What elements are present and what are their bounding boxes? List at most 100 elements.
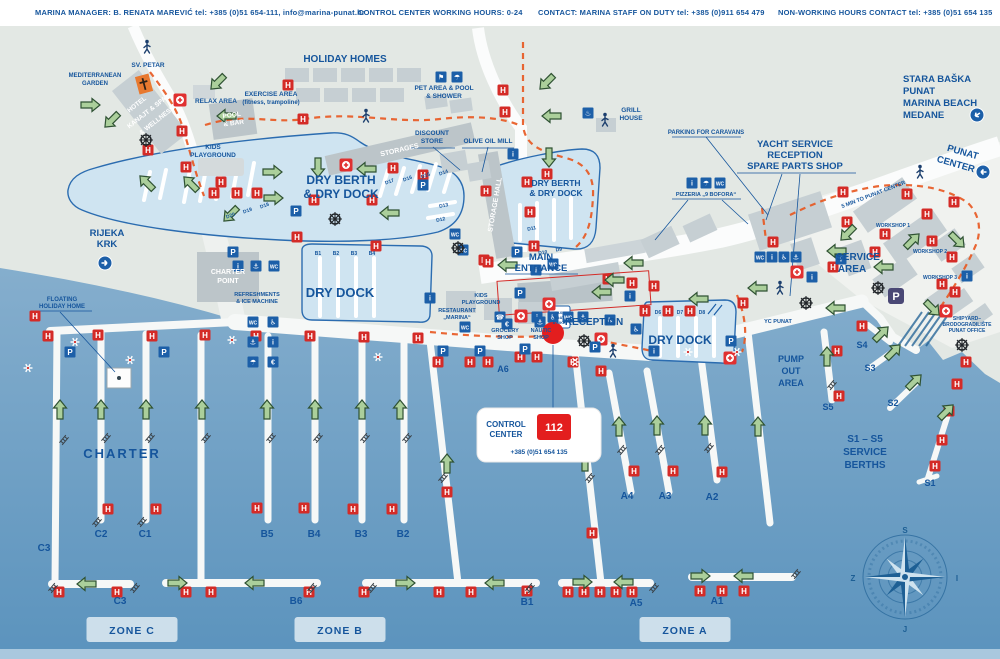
svg-text:H: H — [597, 588, 603, 597]
svg-text:♿: ♿ — [607, 317, 613, 325]
quays-and-piers — [46, 294, 953, 588]
ship-wheel-icon — [139, 133, 153, 147]
svg-text:H: H — [45, 332, 51, 341]
map-label-slot-d7: D7 — [677, 310, 684, 316]
church-cross-icon — [134, 73, 154, 95]
svg-text:♿: ♿ — [781, 254, 787, 262]
hydrant-icon: H — [176, 125, 188, 137]
svg-text:P: P — [514, 248, 520, 257]
hydrant-icon: H — [297, 113, 309, 125]
mooring-star-icon — [373, 352, 383, 362]
map-label-discount-store-1: DISCOUNT — [415, 130, 449, 137]
ladder-icon — [655, 444, 665, 456]
svg-text:H: H — [963, 358, 969, 367]
direction-arrow-icon — [244, 575, 265, 591]
facility-icon-♿: ♿ — [630, 323, 642, 335]
svg-text:H: H — [294, 233, 300, 242]
hydrant-icon: H — [251, 187, 263, 199]
map-label-main-entrance-2: ENTRANCE — [515, 263, 568, 274]
contact-header: MARINA MANAGER: B. RENATA MAREVIĆ tel: +… — [0, 0, 1000, 26]
ladder-icon — [438, 472, 448, 484]
hydrant-icon: H — [856, 320, 868, 332]
svg-text:WC: WC — [756, 256, 765, 262]
ladder-icon — [360, 432, 370, 444]
svg-text:H: H — [840, 188, 846, 197]
map-label-parking-caravans: PARKING FOR CARAVANS — [668, 130, 744, 136]
map-label-slot-b1: B1 — [315, 251, 322, 257]
svg-text:i: i — [272, 340, 274, 347]
map-label-slot-d17: D17 — [384, 178, 395, 187]
parking-icon: P — [227, 246, 239, 258]
svg-text:H: H — [613, 588, 619, 597]
svg-text:P: P — [728, 337, 734, 346]
facility-icon-☂: ☂ — [700, 177, 712, 189]
hydrant-icon: H — [387, 162, 399, 174]
map-label-pier-s2: S2 — [887, 398, 898, 408]
svg-text:P: P — [440, 347, 446, 356]
zone-badge-b: ZONE B — [294, 617, 386, 642]
hydrant-icon: H — [358, 331, 370, 343]
svg-text:H: H — [949, 253, 955, 262]
svg-text:H: H — [234, 189, 240, 198]
svg-text:⚓: ⚓ — [580, 315, 586, 322]
facility-icon-⚓: ⚓ — [577, 311, 589, 323]
hydrant-icon: H — [841, 216, 853, 228]
svg-text:H: H — [670, 467, 676, 476]
hydrant-icon: H — [738, 585, 750, 597]
svg-text:H: H — [882, 230, 888, 239]
map-label-shipyard-3: PUNAT OFFICE — [949, 328, 986, 334]
hydrant-icon: H — [142, 144, 154, 156]
svg-text:H: H — [389, 505, 395, 514]
hydrant-icon: H — [180, 586, 192, 598]
mooring-star-icon — [732, 347, 742, 357]
map-label-pump-out-2: OUT — [782, 366, 802, 376]
parking-icon: P — [589, 341, 601, 353]
map-label-pool-bar-2: & BAR — [223, 119, 245, 129]
svg-text:H: H — [565, 588, 571, 597]
facility-icon-WC: WC — [247, 316, 259, 328]
hydrant-icon: H — [827, 261, 839, 273]
svg-text:☎: ☎ — [496, 314, 505, 322]
facility-icon-♿: ♿ — [604, 314, 616, 326]
map-label-slot-d15: D15 — [420, 172, 431, 181]
leader-line — [654, 199, 689, 241]
facility-icon-i: i — [267, 336, 279, 348]
svg-text:P: P — [517, 289, 523, 298]
svg-text:H: H — [444, 488, 450, 497]
map-label-kids-playground-2: PLAYGROUND — [190, 152, 236, 159]
mooring-star-icon — [125, 355, 135, 365]
map-label-pier-b6: B6 — [290, 596, 303, 607]
leader-line — [432, 146, 461, 171]
facility-icon-☂: ☂ — [247, 356, 259, 368]
svg-text:H: H — [467, 358, 473, 367]
svg-text:☂: ☂ — [454, 74, 460, 82]
map-label-discount-store-2: STORE — [421, 138, 444, 145]
ladder-icon — [367, 582, 377, 594]
hydrant-icon: H — [465, 586, 477, 598]
ladder-icon — [59, 434, 69, 446]
compass-letter-I: I — [956, 574, 958, 583]
map-label-stara-baska-2: PUNAT — [903, 86, 935, 97]
parking-icon: P — [417, 179, 429, 191]
map-label-refreshments-1: REFRESHMENTS — [234, 292, 280, 298]
facility-icon-i: i — [961, 270, 973, 282]
map-label-pier-b1: B1 — [521, 597, 534, 608]
hydrant-icon: H — [464, 356, 476, 368]
svg-text:H: H — [361, 588, 367, 597]
ship-wheel-icon — [871, 281, 885, 295]
svg-text:i: i — [691, 181, 693, 188]
map-label-taxi-2: BOAT — [554, 316, 565, 320]
svg-text:♿: ♿ — [270, 319, 276, 327]
parking-icon: P — [474, 345, 486, 357]
direction-arrow-icon — [439, 453, 455, 474]
ladder-icon — [266, 432, 276, 444]
hydrant-icon: H — [412, 332, 424, 344]
map-label-reception: RECEPTION — [565, 317, 623, 328]
hydrant-icon: H — [291, 231, 303, 243]
direction-arrow-icon — [904, 374, 922, 392]
hydrant-icon: H — [524, 206, 536, 218]
hydrant-icon: H — [521, 585, 533, 597]
parking-icon: P — [519, 343, 531, 355]
map-label-slot-d6: D6 — [655, 310, 662, 316]
